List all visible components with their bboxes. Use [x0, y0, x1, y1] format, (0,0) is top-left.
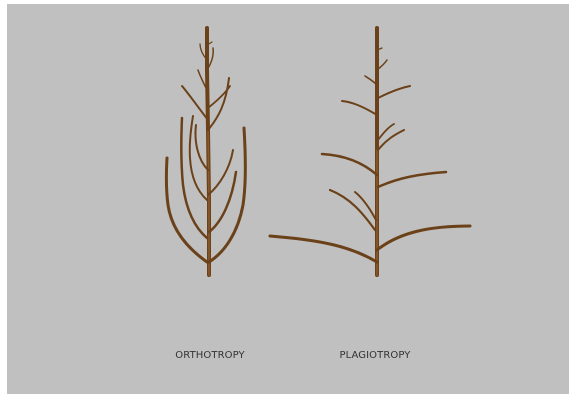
orthotropy-branch — [209, 128, 245, 262]
caption-plagiotropy: PLAGIOTROPY — [325, 350, 425, 361]
orthotropy-tree — [166, 28, 245, 275]
plagiotropy-branch — [378, 172, 446, 187]
plagiotropy-branch — [355, 192, 376, 220]
orthotropy-branch — [208, 86, 230, 108]
orthotropy-branch — [208, 78, 229, 130]
orthotropy-branch — [190, 116, 207, 200]
orthotropy-branch — [182, 86, 208, 120]
plagiotropy-branch — [330, 190, 375, 230]
orthotropy-branch — [166, 158, 207, 262]
plagiotropy-branch — [377, 226, 470, 250]
plagiotropy-branch — [378, 86, 410, 98]
caption-orthotropy: ORTHOTROPY — [160, 350, 260, 361]
plagiotropy-branch — [322, 154, 377, 175]
plagiotropy-branch — [342, 101, 377, 115]
plagiotropy-branch — [378, 130, 404, 150]
orthotropy-branch — [209, 172, 236, 232]
plagiotropy-tree — [270, 28, 470, 275]
orthotropy-branch — [208, 150, 233, 195]
plagiotropy-branch — [270, 236, 377, 262]
